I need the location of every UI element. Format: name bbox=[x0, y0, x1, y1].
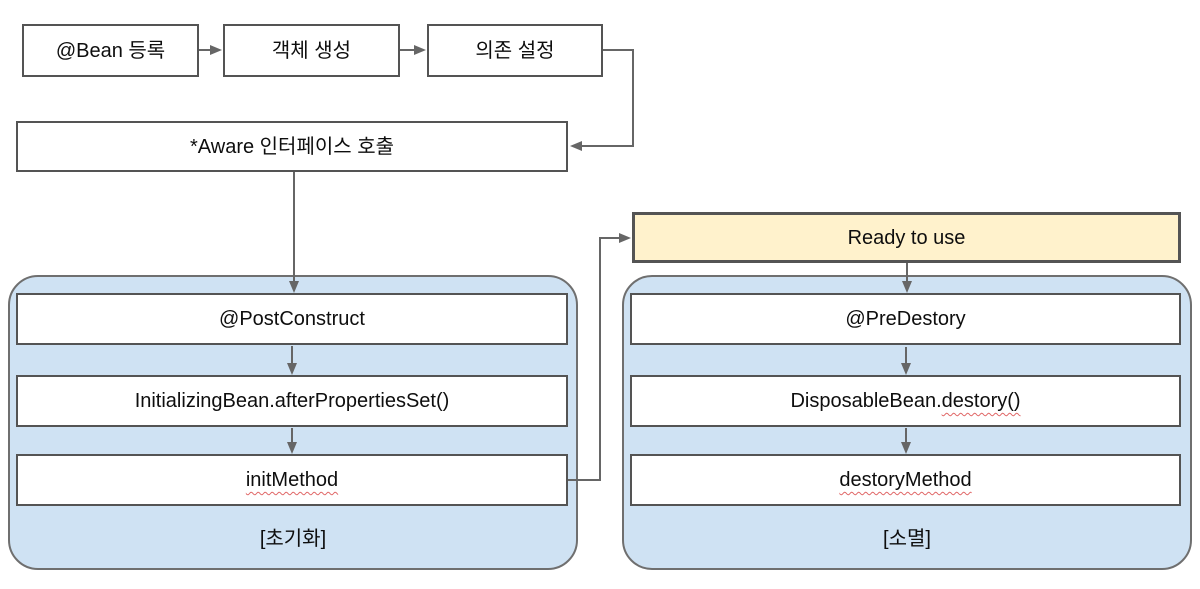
disposablebean-prefix: DisposableBean. bbox=[790, 390, 942, 412]
step-disposablebean-destroy-box: DisposableBean.destory() bbox=[630, 375, 1181, 427]
step-aware-interface-label: *Aware 인터페이스 호출 bbox=[189, 135, 395, 158]
init-group-caption: [초기화] bbox=[259, 527, 327, 550]
step-initmethod-box: initMethod bbox=[16, 454, 568, 506]
step-afterpropertiesset-label: InitializingBean.afterPropertiesSet() bbox=[134, 390, 450, 412]
step-bean-register-box: @Bean 등록 bbox=[22, 24, 199, 77]
step-destroymethod-box: destoryMethod bbox=[630, 454, 1181, 506]
step-predestroy-box: @PreDestory bbox=[630, 293, 1181, 345]
step-postconstruct-box: @PostConstruct bbox=[16, 293, 568, 345]
step-afterpropertiesset-box: InitializingBean.afterPropertiesSet() bbox=[16, 375, 568, 427]
step-postconstruct-label: @PostConstruct bbox=[219, 308, 365, 330]
ready-to-use-box: Ready to use bbox=[632, 212, 1181, 263]
ready-to-use-label: Ready to use bbox=[847, 226, 966, 249]
step-disposablebean-destroy-label: DisposableBean.destory() bbox=[790, 389, 1020, 413]
step-dependency-set-box: 의존 설정 bbox=[427, 24, 603, 77]
step-object-create-box: 객체 생성 bbox=[223, 24, 400, 77]
disposablebean-flagged-part: destory() bbox=[941, 390, 1021, 412]
step-initmethod-label: initMethod bbox=[245, 469, 339, 491]
destroy-group-caption: [소멸] bbox=[883, 527, 931, 550]
step-object-create-label: 객체 생성 bbox=[271, 39, 352, 62]
step-bean-register-label: @Bean 등록 bbox=[55, 39, 166, 62]
step-dependency-set-label: 의존 설정 bbox=[475, 39, 555, 62]
step-aware-interface-box: *Aware 인터페이스 호출 bbox=[16, 121, 568, 172]
step-destroymethod-label: destoryMethod bbox=[839, 469, 972, 491]
step-predestroy-label: @PreDestory bbox=[845, 308, 966, 330]
